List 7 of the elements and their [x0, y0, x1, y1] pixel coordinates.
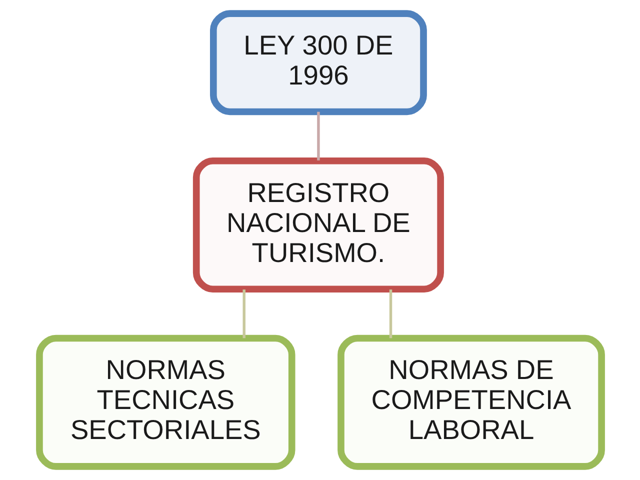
- connector: [242, 290, 245, 338]
- node-box: LEY 300 DE 1996: [210, 10, 426, 116]
- node-box: NORMAS TECNICAS SECTORIALES: [36, 334, 295, 470]
- connector: [388, 290, 392, 338]
- node-box: NORMAS DE COMPETENCIA LABORAL: [337, 334, 604, 470]
- connector: [316, 112, 320, 160]
- node-box: REGISTRO NACIONAL DE TURISMO.: [192, 157, 444, 293]
